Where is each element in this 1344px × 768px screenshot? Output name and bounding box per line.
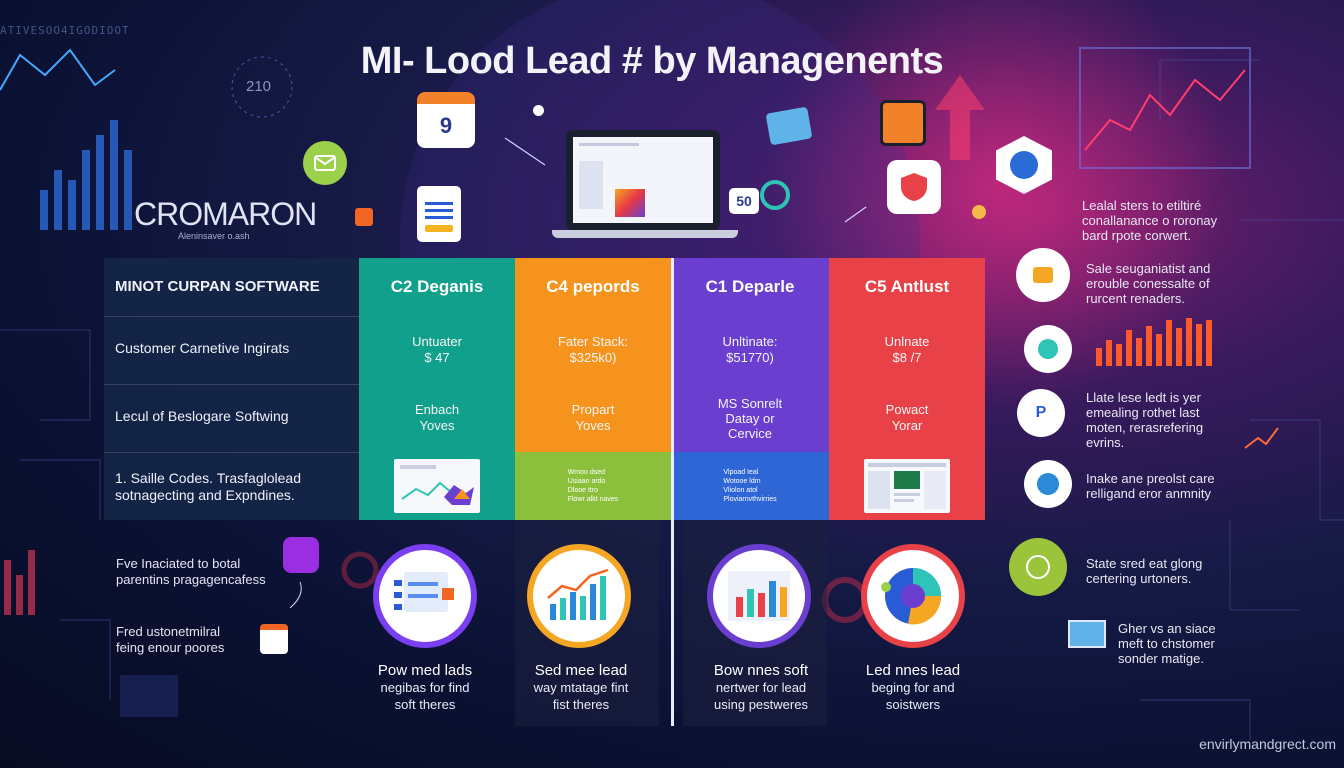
- dashboard-thumbnail: [864, 459, 950, 513]
- mini-list-item: Vlpoad Ieal: [723, 469, 759, 476]
- right-note-6: Gher vs an siace meft to chstomer sonder…: [1118, 621, 1216, 666]
- row-label-1: Customer Carnetive Ingirats: [115, 340, 290, 356]
- bubble-caption-1: Pow med lads negibas for find soft there…: [350, 662, 500, 713]
- column-row-2: MS Sonrelt Datay or Cervice: [717, 395, 783, 441]
- page-title: MI- Lood Lead # by Managenents: [360, 40, 944, 82]
- bubble-bars: [707, 544, 811, 648]
- column-row-3: Wmoo dsed Usiaan ardo Dlooe ttro Flowr a…: [515, 452, 671, 520]
- column-row-1: Unltinate: $51770): [722, 334, 778, 365]
- caption-body: beging for and soistwers: [871, 680, 955, 712]
- parking-icon: P: [1017, 389, 1065, 437]
- column-header: C1 Deparle: [705, 277, 795, 296]
- row-label-3: 1. Saille Codes. Trasfaglolead sotnagect…: [115, 470, 301, 503]
- small-coin-icon: [972, 205, 986, 219]
- bubble-pie: [861, 544, 965, 648]
- mini-list-item: Wotooe ldm: [723, 478, 761, 485]
- column-row-2: Enbach Yoves: [414, 402, 460, 433]
- mini-list-item: Flowr alkt naves: [567, 496, 619, 503]
- calendar-small-icon: [260, 624, 288, 654]
- column-row-3: [829, 452, 985, 520]
- center-divider: [671, 258, 674, 726]
- comparison-table: MINOT CURPAN SOFTWARE Customer Carnetive…: [104, 258, 985, 520]
- background-number: 210: [246, 78, 272, 95]
- column-row-1: Untuater $ 47: [412, 334, 462, 365]
- app-icon: [1024, 460, 1072, 508]
- column-c2: C2 Deganis Untuater $ 47 Enbach Yoves: [359, 258, 515, 520]
- caption-body: nertwer for lead using pestweres: [714, 680, 808, 712]
- shield-check-icon: [1024, 325, 1072, 373]
- laptop-icon: [566, 130, 720, 230]
- bubble-form: [373, 544, 477, 648]
- mail-icon: [303, 141, 347, 185]
- brand-tagline: Aleninsaver o.ash: [178, 231, 250, 241]
- caption-heading: Pow med lads: [377, 662, 473, 679]
- caption-body: way mtatage fint fist theres: [533, 680, 629, 712]
- shield-icon: [887, 160, 941, 214]
- column-row-3: Vlpoad Ieal Wotooe ldm Vliolon atol Plov…: [671, 452, 829, 520]
- caption-heading: Led nnes lead: [865, 662, 961, 679]
- caption-heading: Bow nnes soft: [713, 662, 809, 679]
- badge-number: 50: [729, 188, 759, 214]
- column-c5: C5 Antlust Unlnate $8 /7 Powact Yorar: [829, 258, 985, 520]
- caption-body: negibas for find soft theres: [380, 680, 470, 712]
- mini-list-item: Ploviarnvthvirries: [723, 496, 777, 503]
- bubble-caption-2: Sed mee lead way mtatage fint fist there…: [506, 662, 656, 713]
- column-row-1: Unlnate $8 /7: [884, 334, 930, 365]
- monitor-icon: [1068, 620, 1106, 648]
- column-header: C4 pepords: [546, 277, 640, 296]
- column-row-3: [359, 452, 515, 520]
- small-app-icon: [355, 208, 373, 226]
- right-note-1: Lealal sters to etiltiré conallanance o …: [1082, 198, 1218, 243]
- footer-url: envirlymandgrect.com: [1199, 736, 1336, 752]
- profile-icon: [283, 537, 319, 573]
- column-c4: C4 pepords Fater Stack: $325k0) Propart …: [515, 258, 671, 520]
- background-code-text: ATIVESOO4IGODIOOT: [0, 24, 130, 37]
- left-note-2: Fred ustonetmilral feing enour poores: [116, 624, 225, 655]
- user-icon: [1009, 538, 1067, 596]
- row-label-column: [104, 258, 359, 520]
- envelope-icon: [765, 106, 813, 146]
- bubble-caption-4: Led nnes lead beging for and soistwers: [838, 662, 988, 713]
- left-note-1: Fve Inaciated to botal parentins pragage…: [116, 556, 266, 587]
- caption-heading: Sed mee lead: [534, 662, 628, 679]
- mini-list: Vlpoad Ieal Wotooe ldm Vliolon atol Plov…: [723, 468, 776, 504]
- dot-icon: [533, 105, 544, 116]
- right-note-2: Sale seuganiatist and erouble conessalte…: [1086, 261, 1211, 306]
- column-header: C2 Deganis: [390, 277, 484, 296]
- calendar-icon: 9: [417, 92, 475, 148]
- column-c1: C1 Deparle Unltinate: $51770) MS Sonrelt…: [671, 258, 829, 520]
- mini-list-item: Usiaan ardo: [567, 478, 606, 485]
- globe-icon: [996, 136, 1052, 194]
- calendar-day: 9: [439, 113, 453, 138]
- laptop-base: [552, 230, 738, 238]
- chart-thumbnail: [394, 459, 480, 513]
- row-label-2: Lecul of Beslogare Softwing: [115, 408, 289, 424]
- column-header: C5 Antlust: [864, 277, 950, 296]
- table-header-label: MINOT CURPAN SOFTWARE: [115, 278, 320, 295]
- right-note-4: Inake ane preolst care relligand eror an…: [1086, 471, 1215, 501]
- column-row-2: Powact Yorar: [885, 402, 929, 433]
- target-icon: [760, 180, 790, 210]
- warning-icon: [880, 100, 926, 146]
- brand-name: CROMARON: [134, 196, 317, 232]
- chat-icon: [1016, 248, 1070, 302]
- right-note-3: Llate lese ledt is yer emealing rothet l…: [1086, 390, 1204, 450]
- column-row-1: Fater Stack: $325k0): [557, 334, 629, 365]
- mini-list-item: Wmoo dsed: [567, 469, 606, 476]
- mini-list: Wmoo dsed Usiaan ardo Dlooe ttro Flowr a…: [568, 468, 619, 504]
- bubble-caption-3: Bow nnes soft nertwer for lead using pes…: [686, 662, 836, 713]
- mini-list-item: Vliolon atol: [723, 487, 758, 494]
- right-note-5: State sred eat glong certering urtoners.: [1086, 556, 1203, 586]
- document-icon: [417, 186, 461, 242]
- column-row-2: Propart Yoves: [571, 402, 615, 433]
- mini-list-item: Dlooe ttro: [567, 487, 599, 494]
- bubble-chart: [527, 544, 631, 648]
